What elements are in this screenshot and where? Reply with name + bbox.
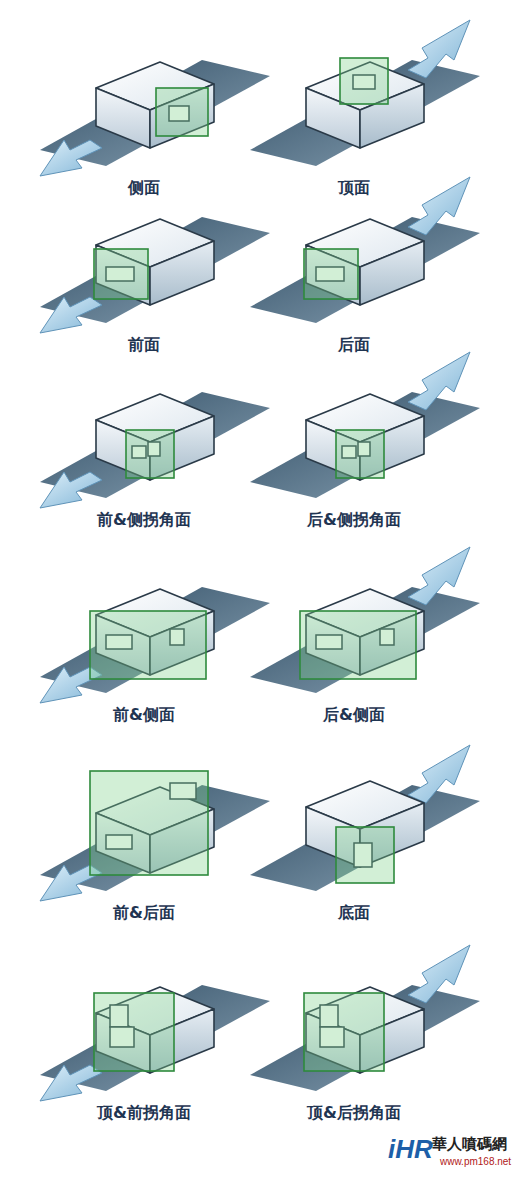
box-illustration [250,945,480,1091]
print-area [94,249,148,299]
flow-arrow [408,352,470,410]
print-area [336,827,394,883]
print-area [94,993,174,1071]
box-illustration [250,547,480,693]
watermark-url: www.pm168.net [440,1156,511,1167]
box-front [96,88,150,148]
position-caption: 后面 [338,335,370,354]
print-area [336,430,384,478]
conveyor-belt [250,587,480,693]
conveyor-belt [250,217,480,323]
flow-arrow [408,177,470,235]
print-area [126,430,174,478]
box-illustration [40,217,270,333]
flow-arrow [408,945,470,1003]
position-caption: 后&侧面 [323,705,385,724]
conveyor-belt [250,392,480,498]
box-illustration [250,177,480,323]
watermark-logo: iHR [388,1136,433,1162]
box-illustration [40,60,270,176]
position-caption: 底面 [338,903,370,922]
position-caption: 前&侧拐角面 [97,510,191,529]
box-illustration [40,392,270,508]
watermark-name: 華人噴碼網 [432,1136,507,1153]
box-illustration [250,352,480,498]
flow-arrow [40,1065,102,1101]
print-area [304,249,358,299]
position-caption: 顶&前拐角面 [97,1103,191,1122]
flow-arrow [408,745,470,803]
flow-arrow [408,20,470,78]
position-caption: 侧面 [128,178,160,197]
position-caption: 前&侧面 [113,705,175,724]
position-caption: 顶面 [338,178,370,197]
print-area [90,611,206,679]
box-side [150,241,214,305]
box-illustration [40,985,270,1101]
position-caption: 前&后面 [113,903,175,922]
box-side [150,84,214,148]
flow-arrow [40,297,102,333]
print-area [340,58,388,104]
flow-arrow [408,547,470,605]
print-area [90,771,208,875]
position-caption: 后&侧拐角面 [307,510,401,529]
box-side [360,241,424,305]
box-illustration [250,20,480,166]
flow-arrow [40,472,102,508]
position-caption: 前面 [128,335,160,354]
box-illustration [250,745,480,891]
print-area [156,88,208,136]
conveyor-belt [250,985,480,1091]
box-illustration [40,771,270,901]
box-illustration [40,587,270,703]
print-area [304,993,384,1071]
flow-arrow [40,140,102,176]
print-area [300,611,416,679]
position-caption: 顶&后拐角面 [307,1103,401,1122]
